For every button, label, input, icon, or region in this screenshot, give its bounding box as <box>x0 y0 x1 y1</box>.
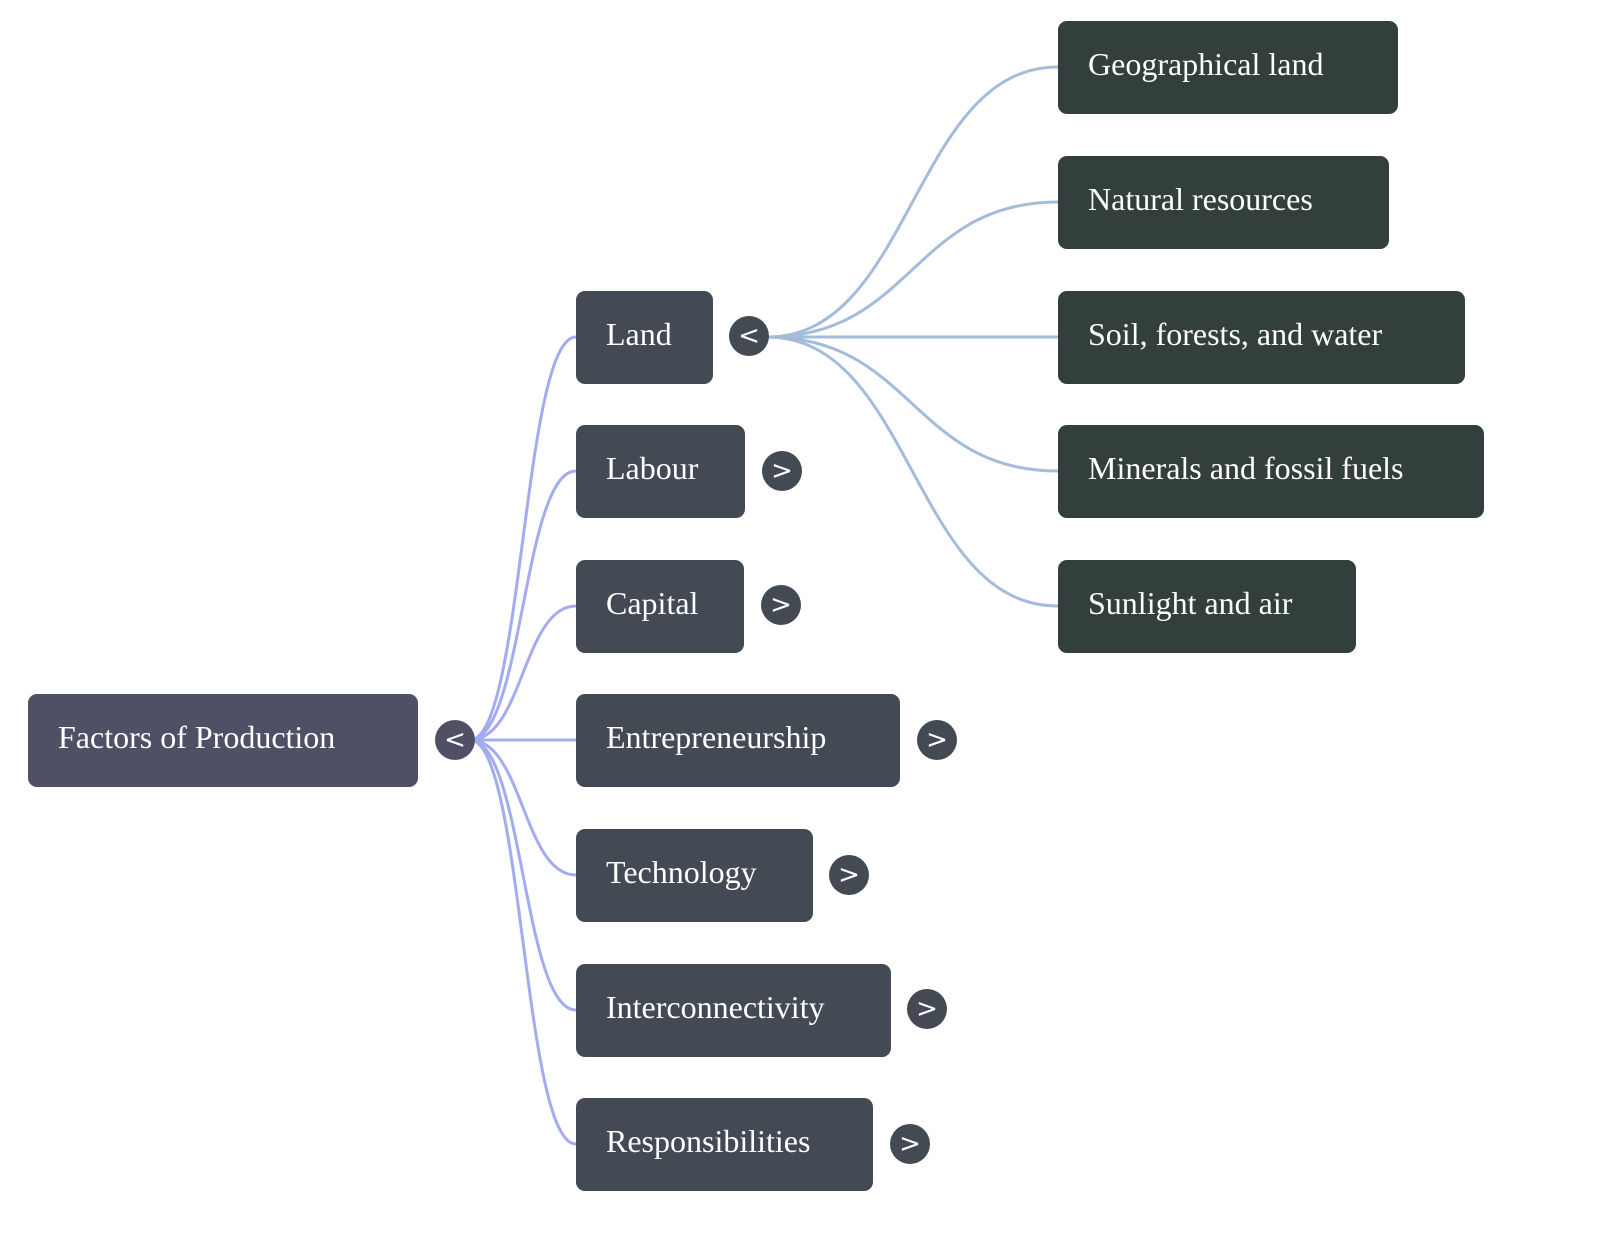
node-label: Labour <box>606 450 699 486</box>
node-label: Geographical land <box>1088 46 1324 82</box>
node-minerals-fossil-fuels[interactable]: Minerals and fossil fuels <box>1058 425 1484 518</box>
expand-entrepreneurship-button[interactable]: > <box>917 720 957 760</box>
node-label: Interconnectivity <box>606 989 825 1025</box>
chevron-right-icon: > <box>771 456 793 486</box>
root-node-label: Factors of Production <box>58 719 336 755</box>
land-link-3 <box>766 335 1059 473</box>
land-link-0 <box>766 65 1059 339</box>
node-label: Responsibilities <box>606 1123 811 1159</box>
node-technology[interactable]: Technology <box>576 829 813 922</box>
chevron-left-icon: < <box>738 321 760 351</box>
node-label: Sunlight and air <box>1088 585 1293 621</box>
chevron-right-icon: > <box>926 725 948 755</box>
node-soil-forests-water[interactable]: Soil, forests, and water <box>1058 291 1465 384</box>
node-label: Minerals and fossil fuels <box>1088 450 1404 486</box>
expand-capital-button[interactable]: > <box>761 585 801 625</box>
node-capital[interactable]: Capital <box>576 560 744 653</box>
collapse-land-button[interactable]: < <box>729 316 769 356</box>
land-link-1 <box>766 200 1059 339</box>
node-label: Land <box>606 316 672 352</box>
chevron-right-icon: > <box>770 590 792 620</box>
chevron-left-icon: < <box>444 725 466 755</box>
node-natural-resources[interactable]: Natural resources <box>1058 156 1389 249</box>
node-label: Capital <box>606 585 699 621</box>
root-node[interactable]: Factors of Production <box>28 694 418 787</box>
node-labour[interactable]: Labour <box>576 425 745 518</box>
root-link-1 <box>469 469 577 742</box>
node-label: Natural resources <box>1088 181 1313 217</box>
chevron-right-icon: > <box>899 1129 921 1159</box>
root-link-4 <box>469 738 577 877</box>
node-label: Soil, forests, and water <box>1088 316 1383 352</box>
node-label: Entrepreneurship <box>606 719 827 755</box>
node-label: Technology <box>606 854 757 890</box>
chevron-right-icon: > <box>838 860 860 890</box>
expand-interconnectivity-button[interactable]: > <box>907 989 947 1029</box>
node-entrepreneurship[interactable]: Entrepreneurship <box>576 694 900 787</box>
expand-technology-button[interactable]: > <box>829 855 869 895</box>
node-land[interactable]: Land <box>576 291 713 384</box>
node-responsibilities[interactable]: Responsibilities <box>576 1098 873 1191</box>
collapse-root-button[interactable]: < <box>435 720 475 760</box>
root-link-5 <box>469 738 577 1012</box>
node-sunlight-air[interactable]: Sunlight and air <box>1058 560 1356 653</box>
node-interconnectivity[interactable]: Interconnectivity <box>576 964 891 1057</box>
node-geographical-land[interactable]: Geographical land <box>1058 21 1398 114</box>
chevron-right-icon: > <box>916 994 938 1024</box>
root-link-0 <box>469 335 577 742</box>
expand-responsibilities-button[interactable]: > <box>890 1124 930 1164</box>
expand-labour-button[interactable]: > <box>762 451 802 491</box>
root-link-2 <box>469 604 577 742</box>
land-link-4 <box>766 335 1059 608</box>
root-link-6 <box>469 738 577 1146</box>
